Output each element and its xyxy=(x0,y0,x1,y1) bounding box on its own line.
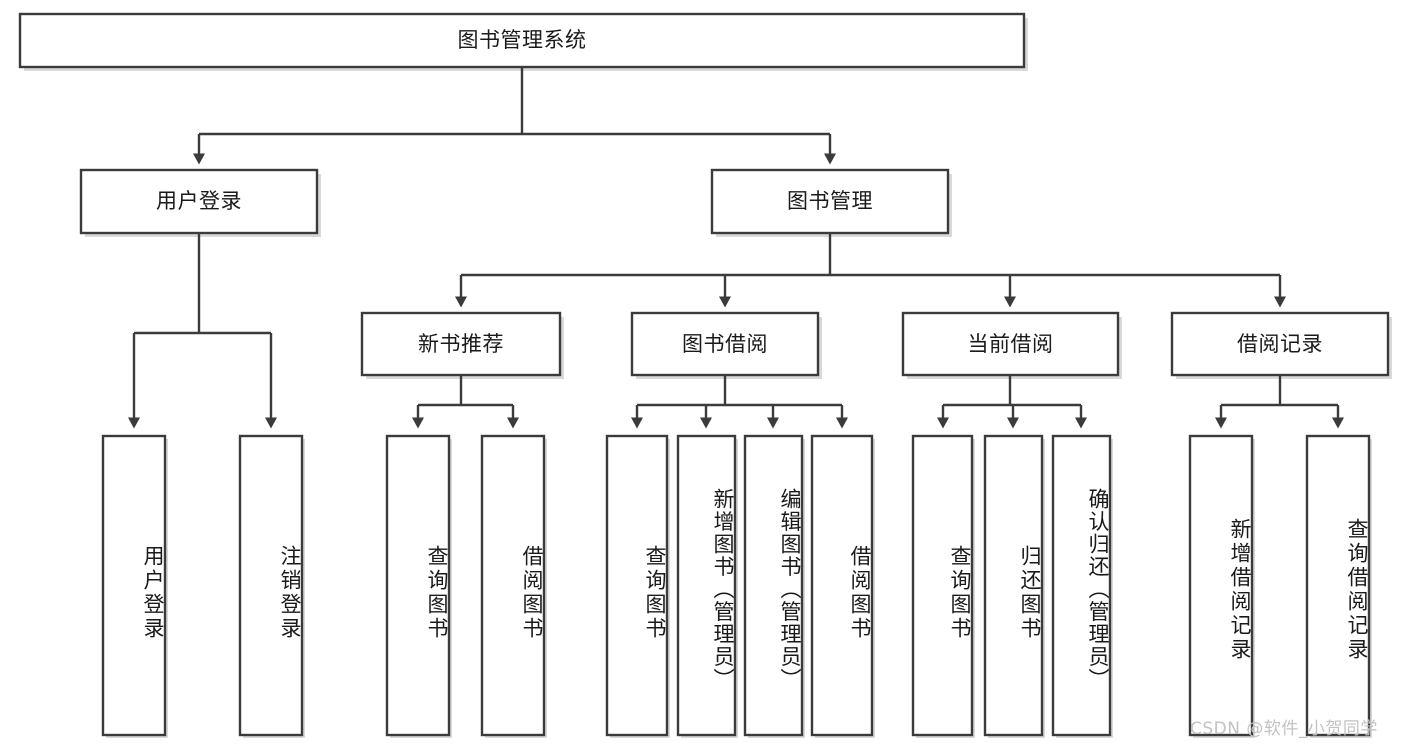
node-root[interactable] xyxy=(18,12,1026,69)
leaf-box[interactable] xyxy=(810,434,874,737)
node-user-login[interactable] xyxy=(79,168,319,235)
node-current-borrow[interactable] xyxy=(901,311,1120,377)
leaf-box[interactable] xyxy=(1051,434,1112,737)
node-book-borrow[interactable] xyxy=(630,311,820,377)
node-new-book-recommend[interactable] xyxy=(360,311,562,377)
leaf-box[interactable] xyxy=(385,434,451,737)
leaf-box[interactable] xyxy=(101,434,167,737)
leaf-box[interactable] xyxy=(480,434,546,737)
node-book-management[interactable] xyxy=(710,168,950,235)
leaf-box[interactable] xyxy=(1188,434,1254,737)
leaf-box[interactable] xyxy=(605,434,669,737)
node-boxes xyxy=(18,12,1390,737)
leaf-box[interactable] xyxy=(1305,434,1371,737)
leaf-box[interactable] xyxy=(676,434,737,737)
node-borrow-record[interactable] xyxy=(1170,311,1390,377)
leaf-box[interactable] xyxy=(743,434,804,737)
leaf-box[interactable] xyxy=(911,434,974,737)
connector-lines xyxy=(128,67,1344,429)
csdn-watermark: CSDN @软件_小贺同学 xyxy=(1190,719,1378,739)
leaf-box[interactable] xyxy=(238,434,304,737)
leaf-box[interactable] xyxy=(983,434,1044,737)
